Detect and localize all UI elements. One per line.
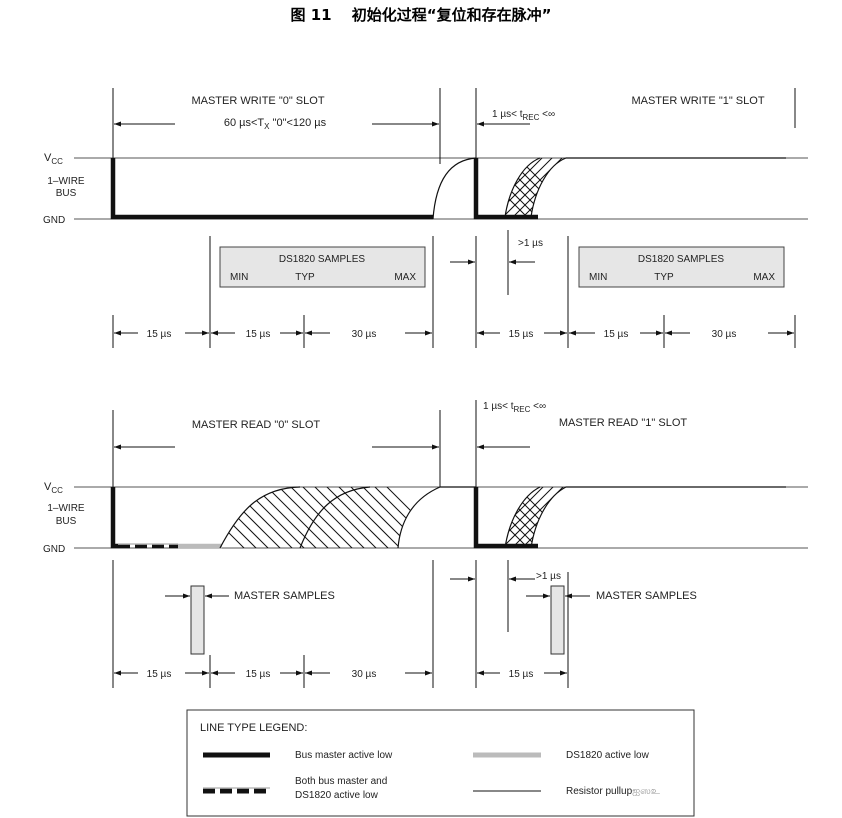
write0-master-low [110, 158, 433, 220]
ds1820-samples-box-right: DS1820 SAMPLES MIN TYP MAX [578, 246, 785, 288]
gnd-label: GND [43, 544, 65, 555]
dim-label: 15 µs [246, 329, 271, 340]
read-dimension-ticks [112, 560, 477, 688]
write0-pullup [432, 157, 477, 220]
legend-pullup-label: Resistor pullupஐஸஉ [566, 786, 660, 797]
read1-rise-left [504, 486, 541, 549]
samples-max: MAX [753, 272, 775, 283]
dim-label: 30 µs [712, 329, 737, 340]
write1-rise-right [530, 157, 786, 218]
legend-both-label-line2: DS1820 active low [295, 790, 379, 801]
legend-box [186, 709, 695, 817]
samples-typ: TYP [654, 272, 674, 283]
read0-rise-left [219, 486, 301, 549]
dim-label: 15 µs [509, 669, 534, 680]
dim-label: 15 µs [147, 329, 172, 340]
vcc-label: VCC [44, 152, 63, 166]
read-section: VCC 1–WIRE BUS GND [43, 400, 808, 688]
line-type-legend: LINE TYPE LEGEND: Bus master active low … [186, 709, 695, 817]
master-samples-left-label: MASTER SAMPLES [234, 590, 335, 602]
legend-master-low-label: Bus master active low [295, 750, 393, 761]
samples-typ: TYP [295, 272, 315, 283]
read1-master-low [473, 487, 538, 549]
master-sample-window-left [190, 585, 205, 655]
write1-trec-label: 1 µs< tREC <∞ [492, 109, 555, 122]
legend-ds-low-label: DS1820 active low [566, 750, 650, 761]
samples-title: DS1820 SAMPLES [638, 254, 724, 265]
gnd-label: GND [43, 215, 65, 226]
write1-slot-title: MASTER WRITE "1" SLOT [631, 95, 764, 107]
dim-label: 15 µs [509, 329, 534, 340]
dim-label: 30 µs [352, 669, 377, 680]
read0-slot-title: MASTER READ "0" SLOT [192, 419, 321, 431]
vcc-label: VCC [44, 481, 63, 495]
dim-label: 15 µs [147, 669, 172, 680]
samples-min: MIN [589, 272, 607, 283]
master-sample-window-right [550, 585, 565, 655]
dim-label: 15 µs [604, 329, 629, 340]
gt1us-label: >1 µs [536, 571, 561, 582]
read0-rise-right [397, 486, 476, 549]
write0-slot-title: MASTER WRITE "0" SLOT [191, 95, 324, 107]
read1-slot-title: MASTER READ "1" SLOT [559, 417, 688, 429]
write-dimension-ticks [112, 236, 796, 348]
read0-master-low [110, 487, 118, 549]
write-section: VCC 1–WIRE BUS GND MASTER WRITE "0" SLOT… [43, 88, 808, 348]
write1-master-low [473, 158, 538, 220]
gt1us-label: >1 µs [518, 238, 543, 249]
legend-both-label-line1: Both bus master and [295, 776, 387, 787]
write1-rise-left [504, 157, 541, 218]
bus-label-line2: BUS [56, 188, 77, 199]
ds1820-samples-box-left: DS1820 SAMPLES MIN TYP MAX [219, 246, 426, 288]
write0-timing-label: 60 µs<TX "0"<120 µs [224, 117, 327, 131]
legend-heading: LINE TYPE LEGEND: [200, 722, 307, 734]
read0-rise-mid [299, 486, 371, 549]
bus-label-line1: 1–WIRE [47, 176, 85, 187]
read1-trec-label: 1 µs< tREC <∞ [483, 401, 546, 414]
read1-rise-right [530, 486, 786, 549]
samples-title: DS1820 SAMPLES [279, 254, 365, 265]
master-samples-right-label: MASTER SAMPLES [596, 590, 697, 602]
dim-label: 30 µs [352, 329, 377, 340]
samples-min: MIN [230, 272, 248, 283]
bus-label-line2: BUS [56, 516, 77, 527]
samples-max: MAX [394, 272, 416, 283]
bus-label-line1: 1–WIRE [47, 503, 85, 514]
dim-label: 15 µs [246, 669, 271, 680]
figure-title: 图 11 初始化过程“复位和存在脉冲” [290, 6, 551, 24]
